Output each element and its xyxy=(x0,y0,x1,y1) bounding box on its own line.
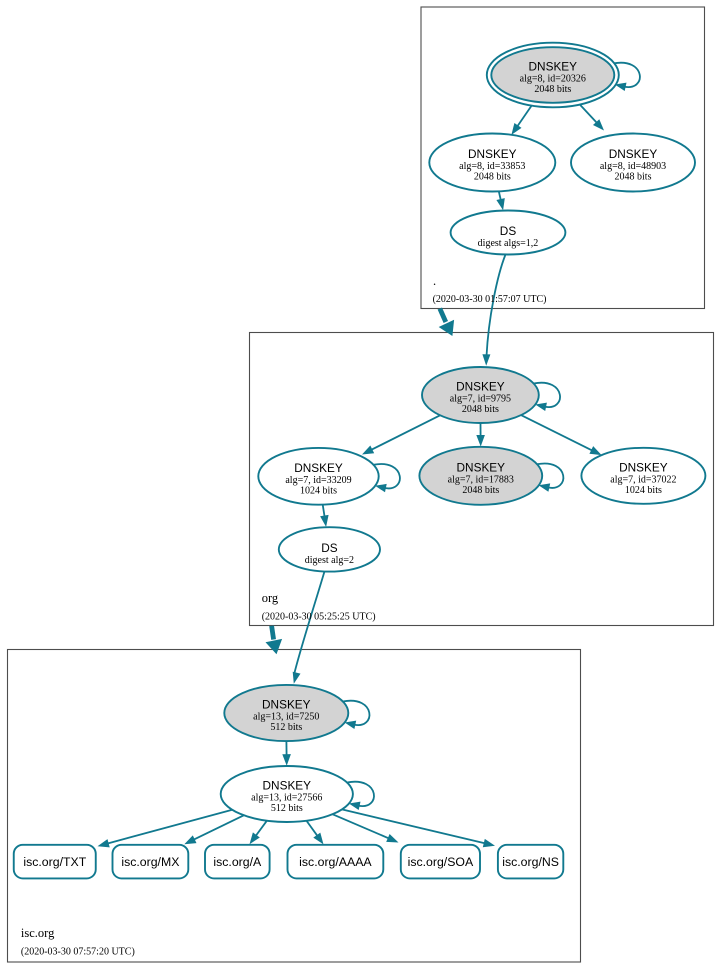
svg-text:(2020-03-30 01:57:07 UTC): (2020-03-30 01:57:07 UTC) xyxy=(433,294,547,305)
svg-text:alg=7, id=37022: alg=7, id=37022 xyxy=(610,474,676,485)
svg-text:1024 bits: 1024 bits xyxy=(300,486,337,497)
svg-text:isc.org/MX: isc.org/MX xyxy=(121,855,179,869)
svg-text:DNSKEY: DNSKEY xyxy=(609,147,658,161)
svg-text:.: . xyxy=(433,274,436,288)
svg-text:digest algs=1,2: digest algs=1,2 xyxy=(478,238,539,249)
svg-text:alg=7, id=9795: alg=7, id=9795 xyxy=(450,394,511,405)
svg-text:DS: DS xyxy=(321,541,338,555)
svg-text:2048 bits: 2048 bits xyxy=(615,172,652,183)
svg-text:isc.org/NS: isc.org/NS xyxy=(502,855,559,869)
svg-text:DNSKEY: DNSKEY xyxy=(619,461,668,475)
svg-text:DNSKEY: DNSKEY xyxy=(456,380,505,394)
svg-text:isc.org/A: isc.org/A xyxy=(213,855,262,869)
svg-text:512 bits: 512 bits xyxy=(271,803,303,814)
svg-text:DNSKEY: DNSKEY xyxy=(294,461,343,475)
svg-text:512 bits: 512 bits xyxy=(270,722,302,733)
svg-text:digest alg=2: digest alg=2 xyxy=(305,555,354,566)
svg-text:1024 bits: 1024 bits xyxy=(625,485,662,496)
svg-text:DNSKEY: DNSKEY xyxy=(529,60,578,74)
svg-text:DNSKEY: DNSKEY xyxy=(263,779,312,793)
svg-text:isc.org/AAAA: isc.org/AAAA xyxy=(299,855,372,869)
svg-text:DNSKEY: DNSKEY xyxy=(262,698,311,712)
svg-text:org: org xyxy=(262,591,279,605)
svg-text:alg=13, id=27566: alg=13, id=27566 xyxy=(251,793,322,804)
svg-text:DNSKEY: DNSKEY xyxy=(457,461,506,475)
svg-text:alg=8, id=48903: alg=8, id=48903 xyxy=(600,161,666,172)
svg-text:alg=7, id=17883: alg=7, id=17883 xyxy=(448,474,514,485)
svg-text:alg=8, id=33853: alg=8, id=33853 xyxy=(459,161,525,172)
svg-text:alg=8, id=20326: alg=8, id=20326 xyxy=(520,74,586,85)
svg-text:alg=13, id=7250: alg=13, id=7250 xyxy=(253,712,319,723)
svg-text:DNSKEY: DNSKEY xyxy=(468,147,517,161)
svg-text:2048 bits: 2048 bits xyxy=(462,404,499,415)
svg-text:isc.org/TXT: isc.org/TXT xyxy=(23,855,86,869)
svg-text:alg=7, id=33209: alg=7, id=33209 xyxy=(285,475,351,486)
svg-text:isc.org/SOA: isc.org/SOA xyxy=(408,855,474,869)
svg-text:(2020-03-30 05:25:25 UTC): (2020-03-30 05:25:25 UTC) xyxy=(262,612,376,623)
svg-text:isc.org: isc.org xyxy=(21,926,55,940)
svg-text:DS: DS xyxy=(500,224,517,238)
svg-text:(2020-03-30 07:57:20 UTC): (2020-03-30 07:57:20 UTC) xyxy=(21,947,135,958)
svg-text:2048 bits: 2048 bits xyxy=(462,485,499,496)
svg-text:2048 bits: 2048 bits xyxy=(534,84,571,95)
svg-text:2048 bits: 2048 bits xyxy=(474,172,511,183)
